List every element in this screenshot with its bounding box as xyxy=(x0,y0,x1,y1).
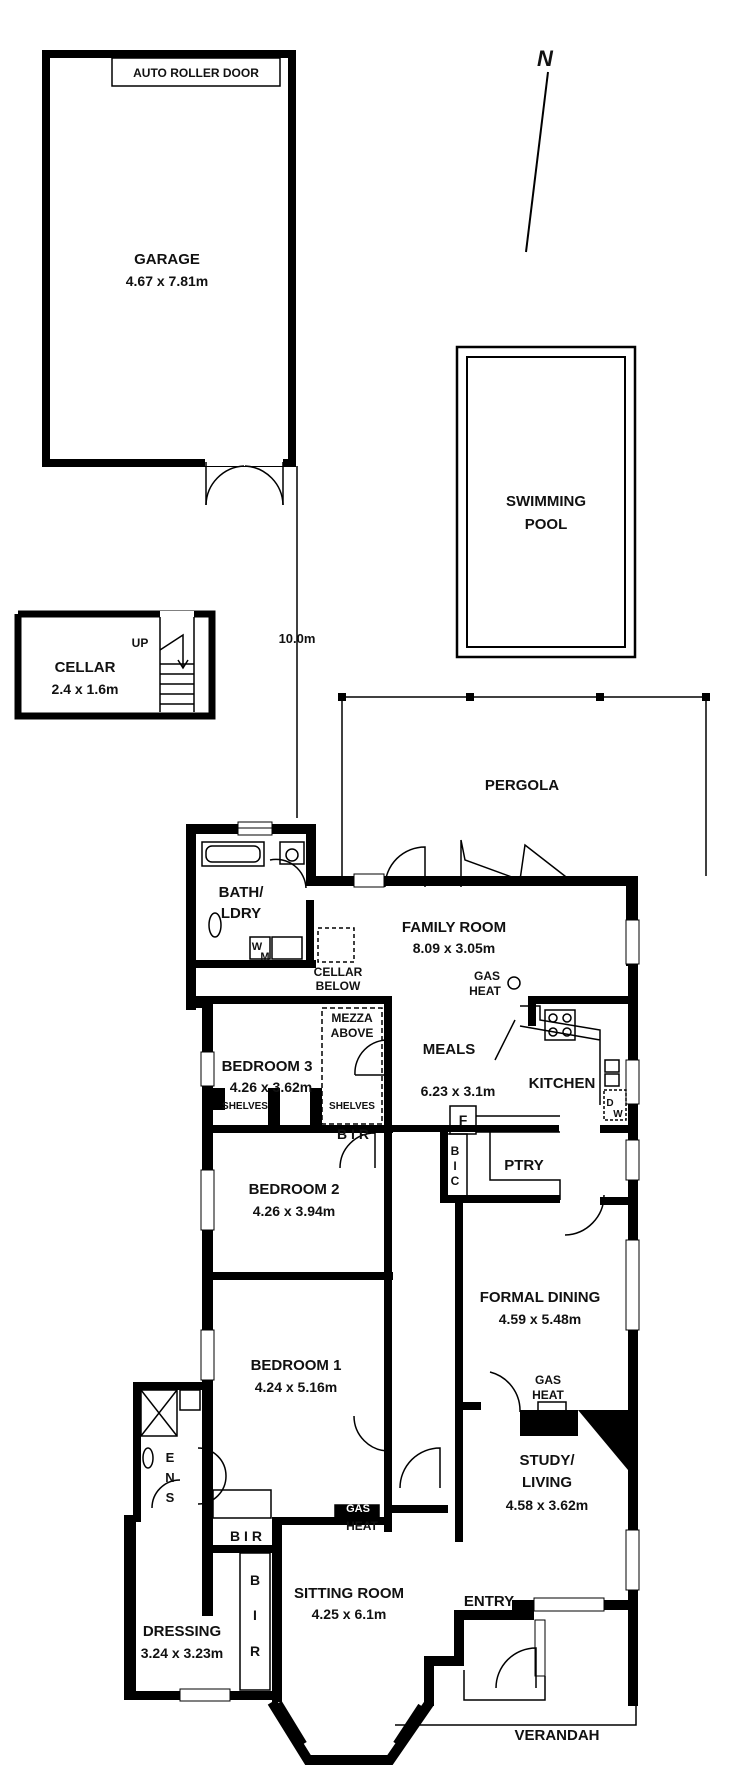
gas-heat-dining-1: GAS xyxy=(535,1373,561,1387)
pool-line1: SWIMMING xyxy=(506,493,586,510)
dressing-bir-1: B xyxy=(250,1572,260,1588)
mezzanine-2: ABOVE xyxy=(331,1026,374,1040)
dressing-dims: 3.24 x 3.23m xyxy=(141,1645,224,1661)
gas-heat-dining-2: HEAT xyxy=(532,1388,564,1402)
gas-heat-sitting-2: HEAT xyxy=(346,1519,378,1533)
meals-dims: 6.23 x 3.1m xyxy=(421,1083,496,1099)
room-labels: BATH/ LDRY W M CELLAR BELOW FAMILY ROOM … xyxy=(141,884,624,1744)
ensuite-3: S xyxy=(166,1490,175,1505)
north-arrow: N xyxy=(525,46,554,253)
ensuite-1: E xyxy=(166,1450,175,1465)
study-living-1: STUDY/ xyxy=(519,1452,575,1469)
cellar-up-label: UP xyxy=(132,636,149,650)
wm-w: W xyxy=(252,941,263,953)
shelves-left: SHELVES xyxy=(222,1101,268,1112)
bedroom1-name: BEDROOM 1 xyxy=(251,1357,342,1374)
gas-heat-sitting-1: GAS xyxy=(346,1503,370,1515)
cellar: UP CELLAR 2.4 x 1.6m xyxy=(14,610,216,720)
bic-3: C xyxy=(451,1174,460,1188)
bedroom3-bir: B I R xyxy=(337,1126,369,1142)
north-label: N xyxy=(537,46,554,71)
study-living-dims: 4.58 x 3.62m xyxy=(506,1497,589,1513)
swimming-pool: SWIMMING POOL xyxy=(455,345,637,659)
wm-m: M xyxy=(260,951,269,963)
bath-label-1: BATH/ xyxy=(219,884,265,901)
meals-name: MEALS xyxy=(423,1041,476,1058)
bedroom2-name: BEDROOM 2 xyxy=(249,1181,340,1198)
doors xyxy=(151,839,605,1689)
cellar-below-2: BELOW xyxy=(316,979,361,993)
interior-walls xyxy=(202,900,628,1542)
bic-2: I xyxy=(453,1159,456,1173)
ensuite-2: N xyxy=(165,1470,174,1485)
dressing-name: DRESSING xyxy=(143,1623,221,1640)
family-room-name: FAMILY ROOM xyxy=(402,919,506,936)
bedroom1-dims: 4.24 x 5.16m xyxy=(255,1379,338,1395)
bedroom2-dims: 4.26 x 3.94m xyxy=(253,1203,336,1219)
dressing-bir-2: I xyxy=(253,1607,257,1623)
formal-dining-name: FORMAL DINING xyxy=(480,1289,601,1306)
bedroom3-name: BEDROOM 3 xyxy=(222,1058,313,1075)
shelves-right: SHELVES xyxy=(329,1101,375,1112)
fridge-label: F xyxy=(459,1112,468,1128)
garage-name: GARAGE xyxy=(134,251,200,268)
bath-label-2: LDRY xyxy=(221,905,261,922)
kitchen-name: KITCHEN xyxy=(529,1075,596,1092)
mezzanine-1: MEZZA xyxy=(331,1011,373,1025)
family-room-dims: 8.09 x 3.05m xyxy=(413,940,496,956)
cellar-below-1: CELLAR xyxy=(314,965,363,979)
pergola-name: PERGOLA xyxy=(485,777,559,794)
fixtures xyxy=(140,841,637,1760)
bedroom1-bir: B I R xyxy=(230,1528,262,1544)
gas-heat-family-1: GAS xyxy=(474,969,500,983)
formal-dining-dims: 4.59 x 5.48m xyxy=(499,1311,582,1327)
verandah-label: VERANDAH xyxy=(514,1727,599,1744)
bic-1: B xyxy=(451,1144,460,1158)
dw-d: D xyxy=(606,1098,613,1109)
study-living-2: LIVING xyxy=(522,1474,572,1491)
dw-w: W xyxy=(613,1109,623,1120)
windows xyxy=(179,821,640,1702)
pantry-label: PTRY xyxy=(504,1157,543,1174)
dressing-bir-3: R xyxy=(250,1643,260,1659)
garage-door-label: AUTO ROLLER DOOR xyxy=(133,66,259,80)
garage: AUTO ROLLER DOOR GARAGE 4.67 x 7.81m xyxy=(42,50,296,506)
cellar-name: CELLAR xyxy=(55,659,116,676)
pool-line2: POOL xyxy=(525,516,568,533)
sitting-room-name: SITTING ROOM xyxy=(294,1585,404,1602)
auto-roller-door xyxy=(111,57,281,87)
distance-marker: 10.0m xyxy=(279,466,316,818)
cellar-dims: 2.4 x 1.6m xyxy=(52,681,119,697)
bedroom3-dims: 4.26 x 3.62m xyxy=(230,1079,313,1095)
sitting-room-dims: 4.25 x 6.1m xyxy=(312,1606,387,1622)
entry-label: ENTRY xyxy=(464,1593,514,1610)
garage-dims: 4.67 x 7.81m xyxy=(126,273,209,289)
gas-heat-family-2: HEAT xyxy=(469,984,501,998)
distance-label: 10.0m xyxy=(279,631,316,646)
pergola: PERGOLA xyxy=(338,693,710,880)
